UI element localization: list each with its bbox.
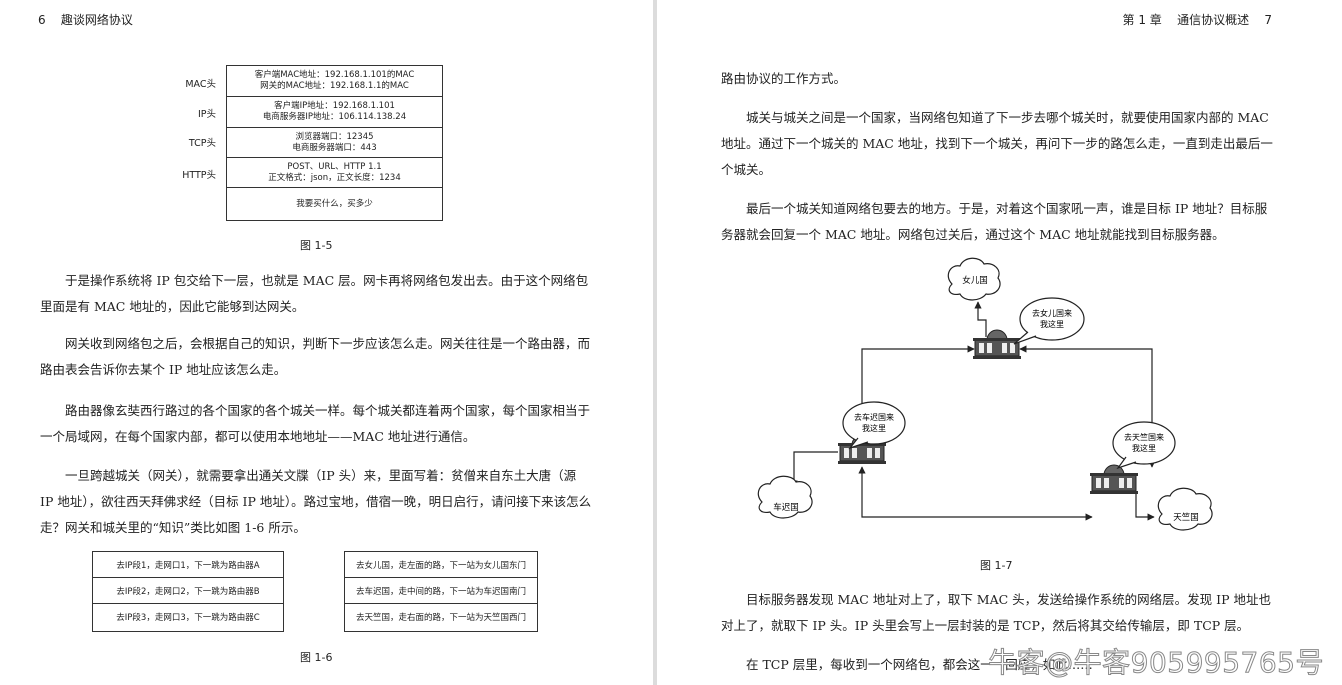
packet-row-mac: 客户端MAC地址：192.168.1.101的MAC 网关的MAC地址：192.… (227, 66, 442, 97)
bubble-left-line-1: 去车迟国来 (854, 412, 894, 422)
cloud-chechiguo: 车迟国 (757, 475, 813, 519)
cloud-label-left: 车迟国 (773, 502, 799, 513)
packet-line: 电商服务器IP地址：106.114.138.24 (262, 112, 407, 122)
bubble-top-line-2: 我这里 (1040, 319, 1064, 329)
speech-bubble-top: 去女儿国来 我这里 (1013, 297, 1085, 345)
cloud-tianzhuguo: 天竺国 (1157, 487, 1213, 531)
city-gate-table-row: 去车迟国，走中间的路，下一站为车迟国南门 (345, 578, 537, 604)
packet-label-tcp: TCP头 (188, 138, 216, 149)
figure-1-6-caption: 图 1-6 (300, 651, 333, 664)
left-paragraph-3: 路由器像玄奘西行路过的各个国家的各个城关一样。每个城关都连着两个国家，每个国家相… (40, 403, 591, 444)
right-page: 第 1 章 通信协议概述 7 路由协议的工作方式。 城关与城关之间是一个国家，当… (657, 0, 1342, 685)
bubble-top-line-1: 去女儿国来 (1032, 308, 1072, 318)
packet-label-ip: IP头 (197, 109, 216, 120)
left-paragraph-4: 一旦跨越城关（网关），就需要拿出通关文牒（IP 头）来，里面写着：贫僧来自东土大… (40, 468, 592, 535)
left-running-header: 6 趣谈网络协议 (38, 11, 133, 28)
packet-line: 网关的MAC地址：192.168.1.1的MAC (260, 81, 409, 91)
packet-row-ip: 客户端IP地址：192.168.1.101 电商服务器IP地址：106.114.… (227, 97, 442, 128)
packet-line: 客户端IP地址：192.168.1.101 (274, 101, 395, 111)
left-page: 6 趣谈网络协议 MAC头 IP头 TCP头 HTTP头 客户端MAC地址：19… (0, 0, 653, 685)
router-table-row: 去IP段2，走网口2，下一跳为路由器B (93, 578, 283, 604)
bubble-right-line-1: 去天竺国来 (1124, 432, 1164, 442)
packet-line: 正文格式：json，正文长度：1234 (268, 172, 401, 183)
packet-row-http: POST、URL、HTTP 1.1 正文格式：json，正文长度：1234 (227, 158, 442, 188)
right-page-number: 7 (1264, 13, 1272, 27)
router-table-row: 去IP段1，走网口1，下一跳为路由器A (93, 552, 283, 578)
city-gate-icon (1089, 464, 1139, 495)
right-paragraph-2: 城关与城关之间是一个国家，当网络包知道了下一步去哪个城关时，就要使用国家内部的 … (721, 110, 1273, 177)
right-paragraph-4: 目标服务器发现 MAC 地址对上了，取下 MAC 头，发送给操作系统的网络层。发… (721, 592, 1271, 633)
packet-line: 电商服务器端口：443 (292, 142, 377, 153)
left-paragraph-2: 网关收到网络包之后，会根据自己的知识，判断下一步应该怎么走。网关往往是一个路由器… (40, 336, 591, 377)
packet-line: 我要买什么，买多少 (296, 198, 373, 209)
bubble-left-line-2: 我这里 (862, 423, 886, 433)
city-gate-table-row: 去女儿国，走左面的路，下一站为女儿国东门 (345, 552, 537, 578)
city-gate-table-row: 去天竺国，走右面的路，下一站为天竺国西门 (355, 613, 526, 623)
figure-1-7-diagram: 女儿国 车迟国 天竺国 去女儿国来 我这里 去车迟国来 我这里 去天竺国来 我这 (757, 257, 1213, 531)
cloud-nvguo: 女儿国 (947, 257, 1001, 301)
watermark: 牛客@牛客905995765号 (988, 646, 1324, 680)
router-table-row: 去IP段3，走网口3，下一跳为路由器C (116, 613, 260, 623)
chapter-title: 通信协议概述 (1177, 13, 1250, 27)
cloud-label-top: 女儿国 (962, 275, 988, 286)
packet-structure: 客户端MAC地址：192.168.1.101的MAC 网关的MAC地址：192.… (226, 65, 443, 221)
book-title: 趣谈网络协议 (60, 13, 133, 27)
speech-bubble-left: 去车迟国来 我这里 (842, 401, 906, 450)
packet-line: 浏览器端口：12345 (295, 131, 374, 142)
right-paragraph-3: 最后一个城关知道网络包要去的地方。于是，对着这个国家吼一声，谁是目标 IP 地址… (721, 201, 1268, 242)
router-table: 去IP段1，走网口1，下一跳为路由器A 去IP段2，走网口2，下一跳为路由器B … (92, 551, 284, 632)
chapter-number: 第 1 章 (1122, 13, 1162, 27)
packet-label-http: HTTP头 (182, 170, 216, 181)
packet-row-tcp: 浏览器端口：12345 电商服务器端口：443 (227, 128, 442, 158)
right-paragraph-5: 在 TCP 层里，每收到一个网络包，都会这一一回应，如此…… (746, 657, 1093, 672)
figure-1-7-caption: 图 1-7 (980, 559, 1013, 572)
right-running-header: 第 1 章 通信协议概述 7 (1123, 11, 1272, 28)
right-paragraph-1: 路由协议的工作方式。 (721, 71, 847, 86)
city-gate-icon (972, 329, 1022, 360)
packet-row-body: 我要买什么，买多少 (227, 188, 442, 220)
bubble-right-line-2: 我这里 (1132, 443, 1156, 453)
city-gate-table: 去女儿国，走左面的路，下一站为女儿国东门 去车迟国，走中间的路，下一站为车迟国南… (344, 551, 538, 632)
cloud-label-right: 天竺国 (1173, 512, 1199, 523)
packet-line: POST、URL、HTTP 1.1 (287, 161, 382, 172)
packet-line: 客户端MAC地址：192.168.1.101的MAC (254, 70, 415, 80)
speech-bubble-right: 去天竺国来 我这里 (1112, 421, 1176, 470)
left-page-number: 6 (38, 13, 46, 27)
left-paragraph-1: 于是操作系统将 IP 包交给下一层，也就是 MAC 层。网卡再将网络包发出去。由… (40, 273, 589, 314)
packet-label-mac: MAC头 (185, 79, 216, 90)
figure-1-5-caption: 图 1-5 (300, 239, 333, 252)
